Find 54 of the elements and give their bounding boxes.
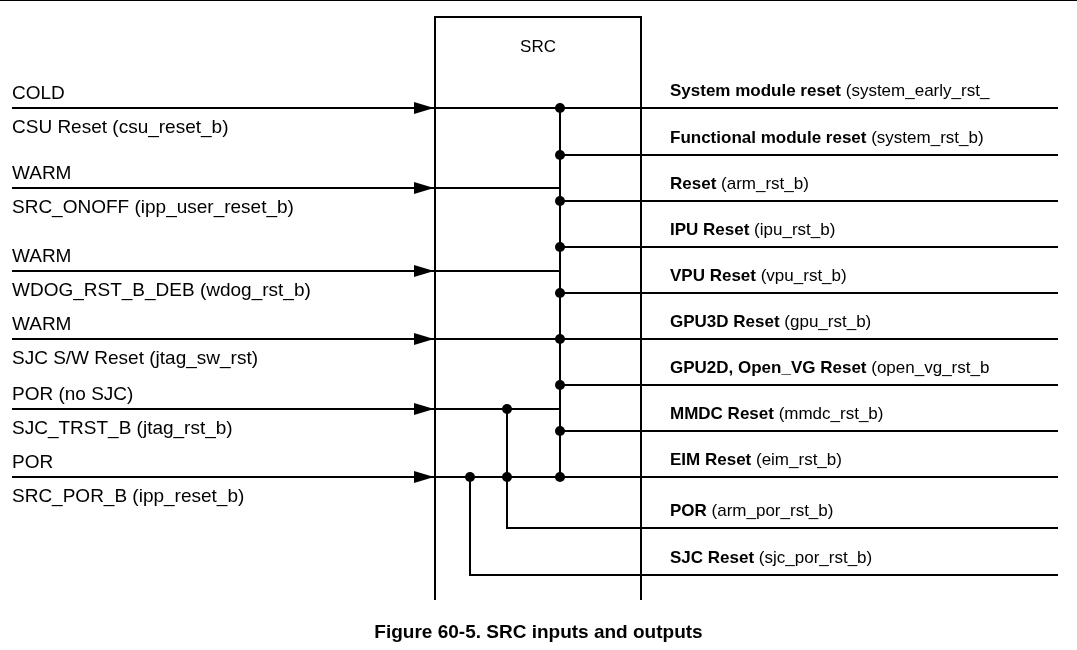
signal-line — [641, 384, 671, 386]
signal-line — [641, 527, 671, 529]
arrow — [11, 265, 435, 277]
output-line — [670, 266, 1058, 294]
output-signal-label: EIM Reset (eim_rst_b) — [670, 450, 842, 470]
block-title: SRC — [520, 36, 556, 58]
output-line — [670, 174, 1058, 202]
output-line — [670, 312, 1058, 340]
signal-line — [641, 476, 671, 478]
output-line — [670, 404, 1058, 432]
figure-caption: Figure 60-5. SRC inputs and outputs — [374, 620, 703, 644]
reset-type-label: POR — [12, 451, 54, 473]
arrow — [11, 102, 435, 114]
output-signal-label: SJC Reset (sjc_por_rst_b) — [670, 548, 873, 568]
signal-label: CSU Reset (csu_reset_b) — [12, 116, 229, 138]
output-line — [670, 548, 1058, 576]
signal-line — [641, 154, 671, 156]
signal-line — [641, 200, 671, 202]
output-signal-label: POR (arm_por_rst_b) — [670, 501, 834, 521]
output-signal-label: MMDC Reset (mmdc_rst_b) — [670, 404, 884, 424]
output-line — [670, 220, 1058, 248]
signal-label: SRC_ONOFF (ipp_user_reset_b) — [12, 196, 294, 218]
reset-type-label: WARM — [12, 313, 72, 335]
arrow — [11, 182, 435, 194]
block-outline — [434, 16, 642, 600]
output-line — [670, 450, 1058, 478]
signal-line — [641, 292, 671, 294]
output-signal-label: GPU3D Reset (gpu_rst_b) — [670, 312, 872, 332]
arrow — [11, 471, 435, 483]
output-signal-label: VPU Reset (vpu_rst_b) — [670, 266, 847, 286]
signal-label: SJC_TRST_B (jtag_rst_b) — [12, 417, 233, 439]
output-line — [670, 501, 1058, 529]
signal-label: SRC_POR_B (ipp_reset_b) — [12, 485, 245, 507]
signal-line — [641, 338, 671, 340]
output-line — [670, 358, 1058, 386]
signal-line — [641, 107, 671, 109]
output-signal-label: GPU2D, Open_VG Reset (open_vg_rst_b — [670, 358, 990, 378]
signal-line — [641, 430, 671, 432]
reset-type-label: WARM — [12, 162, 72, 184]
output-signal-label: System module reset (system_early_rst_ — [670, 81, 990, 101]
arrow — [11, 403, 435, 415]
arrow — [11, 333, 435, 345]
output-signal-label: Functional module reset (system_rst_b) — [670, 128, 984, 148]
signal-line — [641, 246, 671, 248]
signal-line — [641, 574, 671, 576]
output-signal-label: IPU Reset (ipu_rst_b) — [670, 220, 836, 240]
output-line — [670, 128, 1058, 156]
signal-label: WDOG_RST_B_DEB (wdog_rst_b) — [12, 279, 311, 301]
signal-label: SJC S/W Reset (jtag_sw_rst) — [12, 347, 258, 369]
output-line — [670, 81, 1058, 109]
output-signal-label: Reset (arm_rst_b) — [670, 174, 809, 194]
reset-type-label: WARM — [12, 245, 72, 267]
reset-type-label: POR (no SJC) — [12, 383, 134, 405]
reset-type-label: COLD — [12, 82, 65, 104]
